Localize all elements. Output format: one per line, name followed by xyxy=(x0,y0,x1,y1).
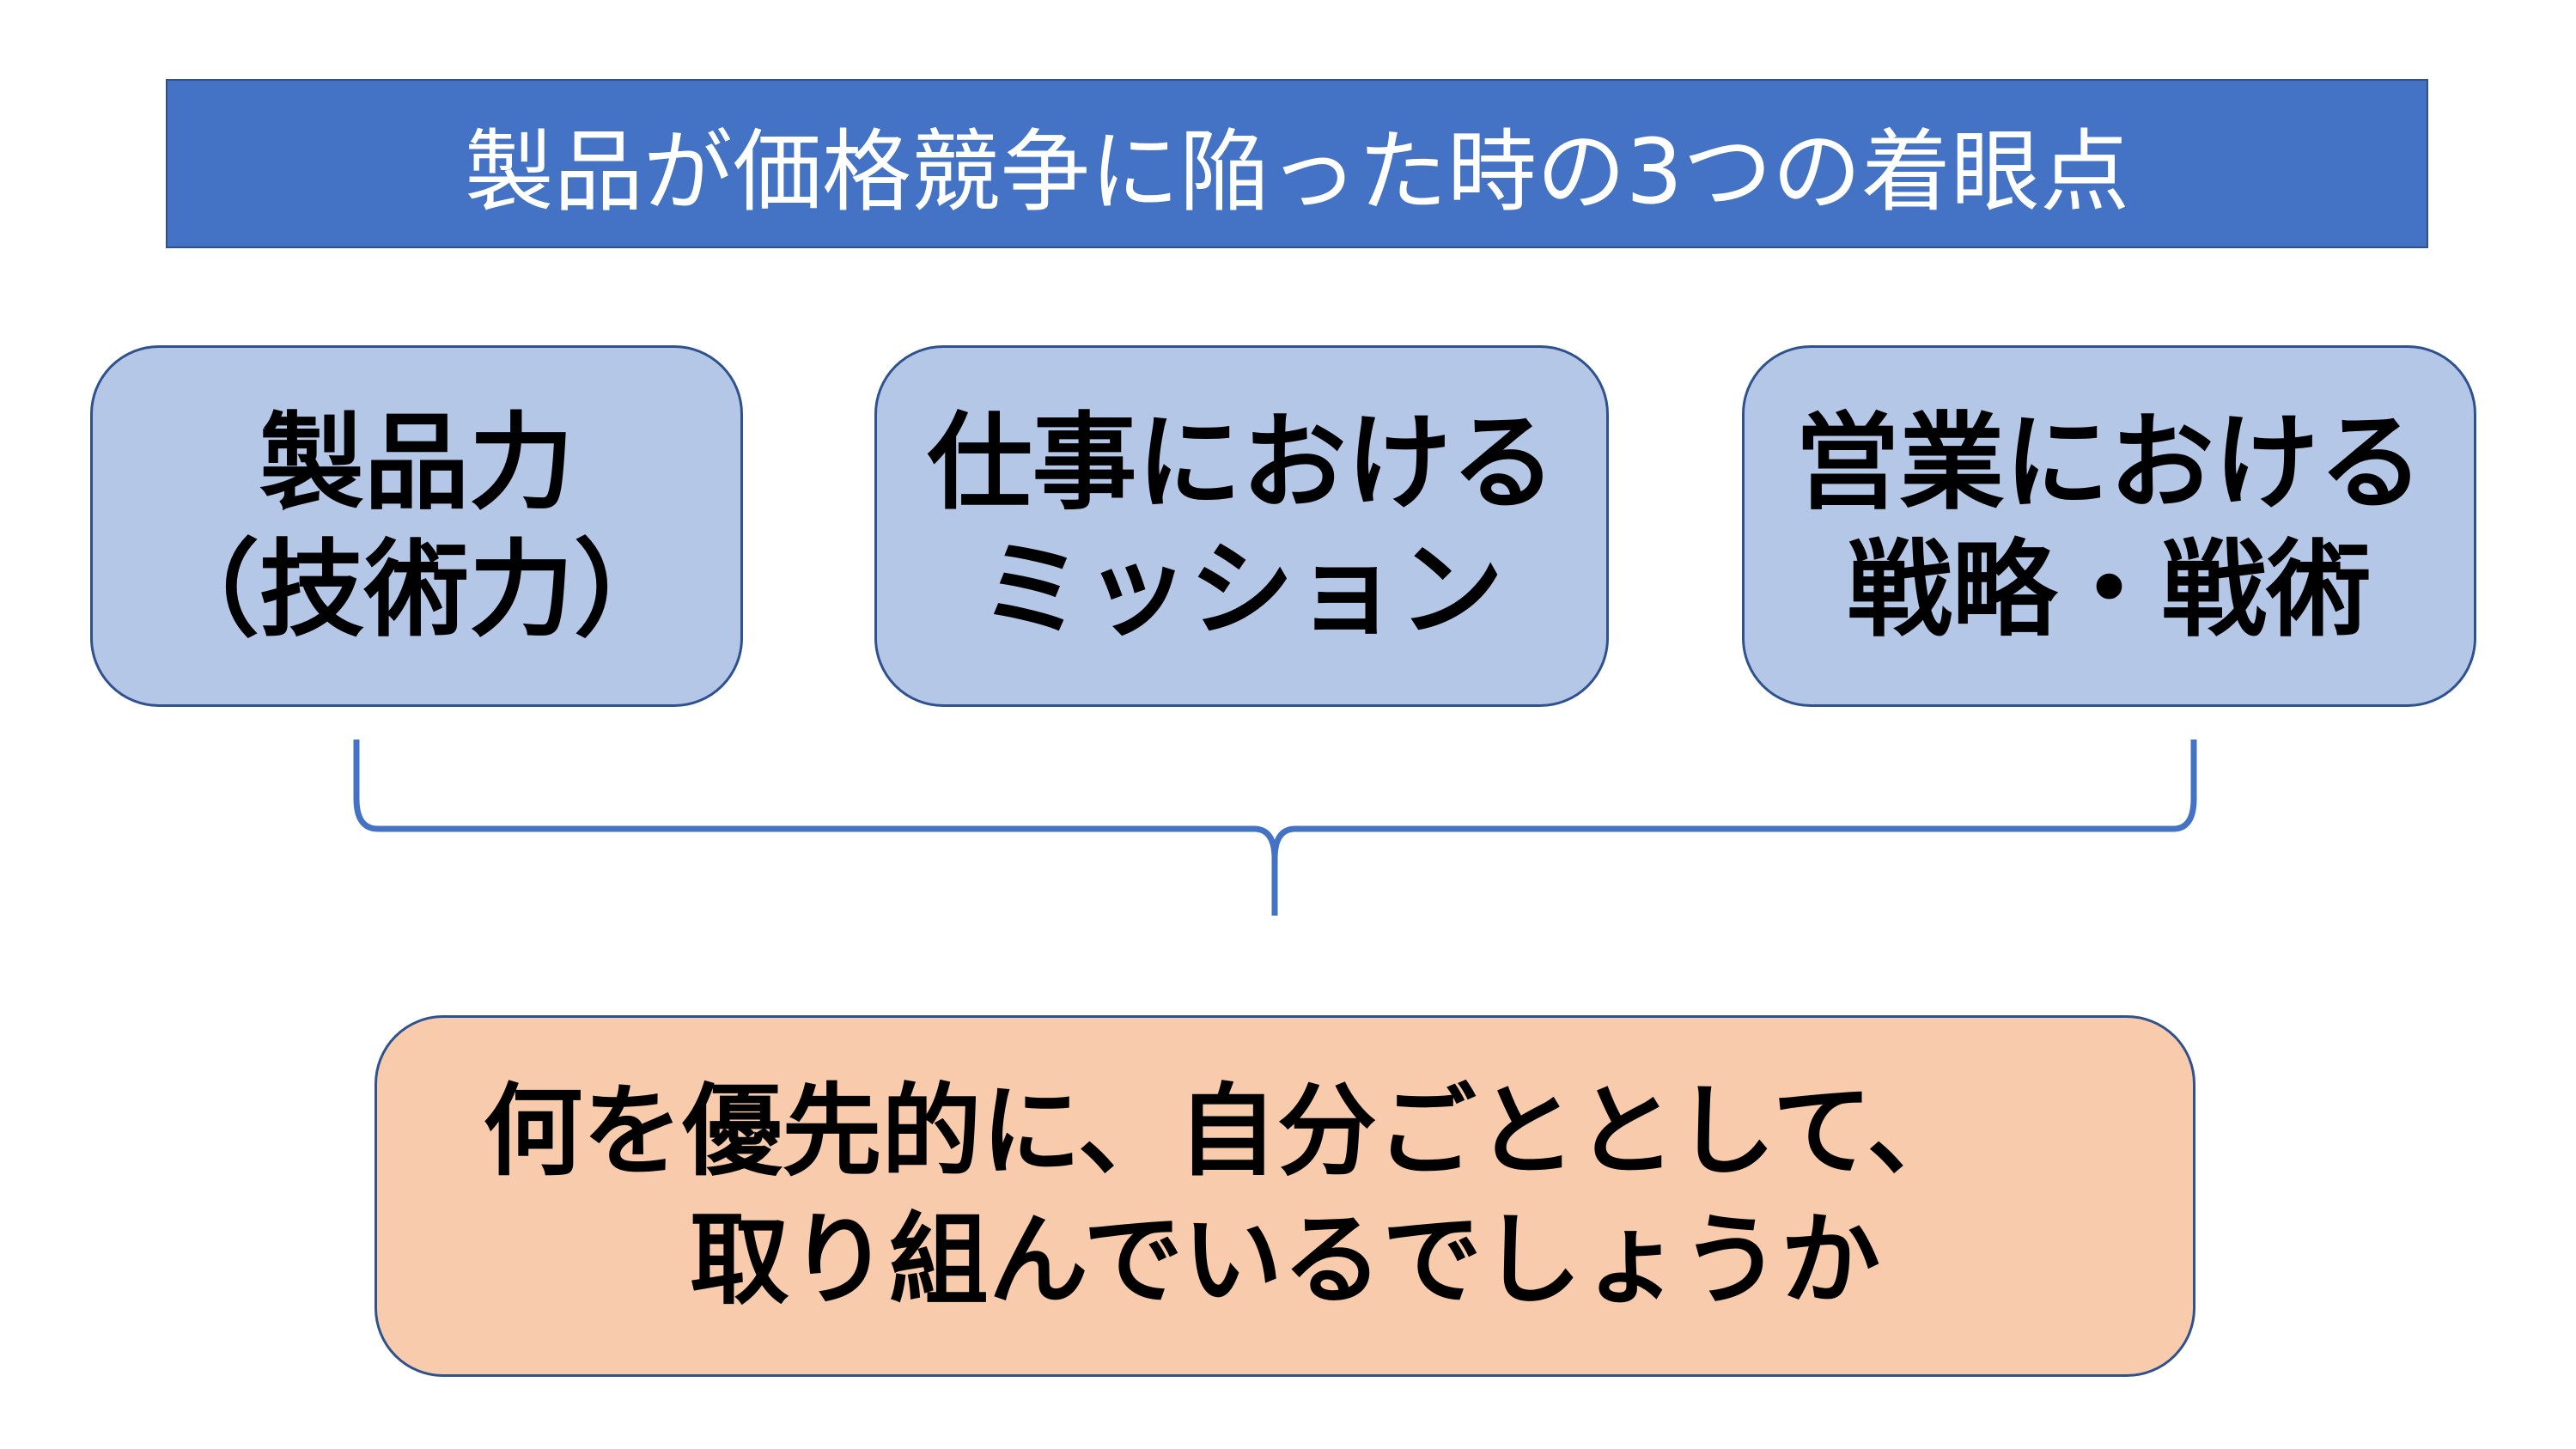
conclusion-line: 取り組んでいるでしょうか xyxy=(689,1202,1881,1318)
point-line: 仕事における xyxy=(927,401,1556,524)
point-line: 戦略・戦術 xyxy=(1847,528,2372,651)
conclusion-box: 何を優先的に、自分ごととして、 取り組んでいるでしょうか xyxy=(375,1015,2195,1377)
point-line: ミッション xyxy=(979,528,1504,651)
point-box-mission: 仕事における ミッション xyxy=(874,345,1609,707)
conclusion-line: 何を優先的に、自分ごととして、 xyxy=(483,1073,1967,1190)
point-box-product: 製品力 （技術力） xyxy=(90,345,743,707)
point-line: （技術力） xyxy=(155,528,679,651)
point-box-strategy: 営業における 戦略・戦術 xyxy=(1742,345,2476,707)
point-line: 製品力 xyxy=(259,401,574,524)
diagram-title: 製品が価格競争に陥った時の3つの着眼点 xyxy=(166,79,2428,248)
point-line: 営業における xyxy=(1794,401,2424,524)
